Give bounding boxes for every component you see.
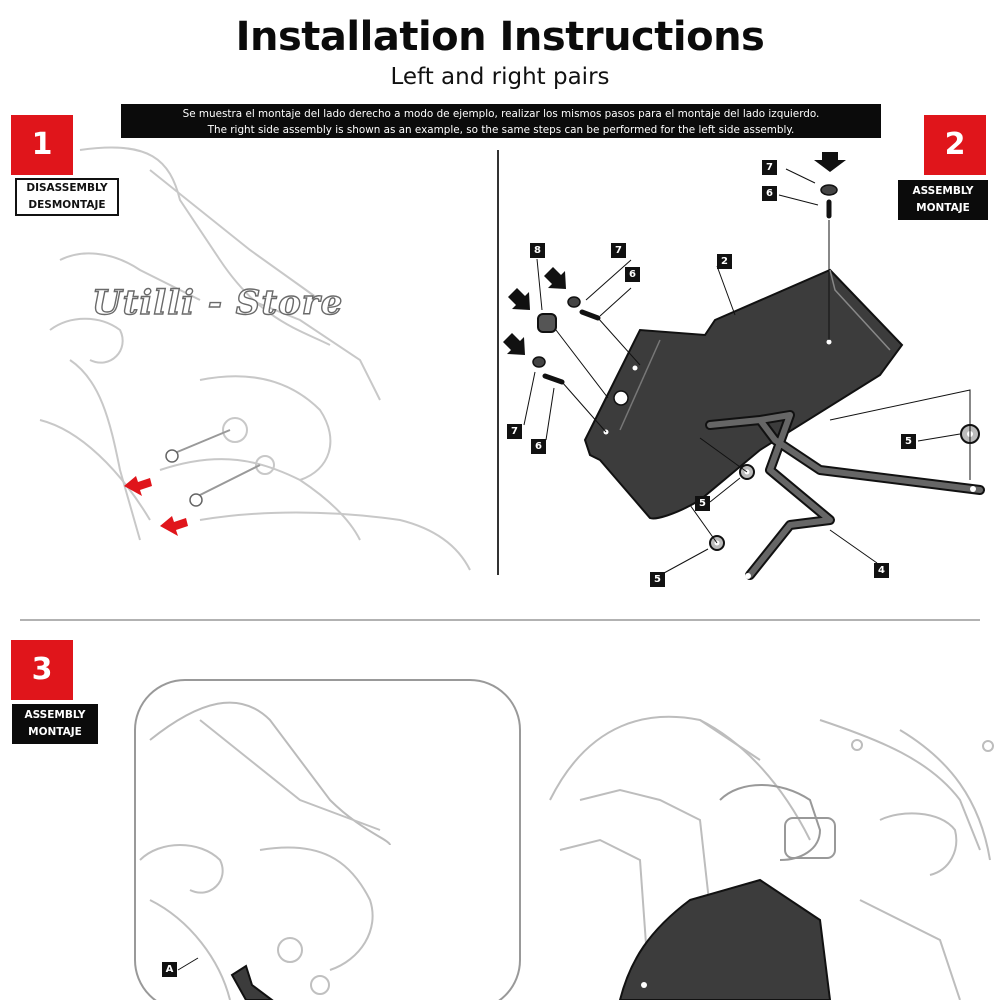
instruction-note: Se muestra el montaje del lado derecho a… [121, 104, 881, 138]
step-1-label-es: DESMONTAJE [28, 199, 106, 211]
callout-7-lower: 7 [507, 424, 522, 439]
note-english: The right side assembly is shown as an e… [207, 124, 795, 136]
step3-right-illustration [549, 715, 994, 1000]
page-subtitle: Left and right pairs [390, 64, 610, 90]
step-3-label: ASSEMBLY MONTAJE [12, 704, 98, 744]
callout-a: A [162, 962, 177, 977]
watermark-text: Utilli - Store [91, 282, 344, 323]
step-1-label-en: DISASSEMBLY [26, 182, 108, 194]
step3-left-part [177, 957, 274, 1000]
callout-5-right: 5 [901, 434, 916, 449]
callout-5-bottom: 5 [650, 572, 665, 587]
callout-7-top: 7 [762, 160, 777, 175]
note-spanish: Se muestra el montaje del lado derecho a… [182, 108, 820, 120]
step-3-label-es: MONTAJE [28, 726, 82, 738]
step-2-label-es: MONTAJE [916, 202, 970, 214]
step1-red-arrows [124, 476, 188, 536]
callout-4: 4 [874, 563, 889, 578]
step-2-label-en: ASSEMBLY [912, 185, 974, 197]
step-3-label-en: ASSEMBLY [24, 709, 86, 721]
step-3-badge: 3 [11, 640, 73, 700]
step1-illustration [39, 146, 471, 571]
step-1-label: DISASSEMBLY DESMONTAJE [15, 178, 119, 216]
step-2-badge: 2 [924, 115, 986, 175]
callout-6-top: 6 [762, 186, 777, 201]
step3-left-illustration [134, 679, 521, 1000]
callout-8: 8 [530, 243, 545, 258]
callout-5-middle: 5 [695, 496, 710, 511]
page-title: Installation Instructions [235, 14, 765, 60]
step-2-label: ASSEMBLY MONTAJE [898, 180, 988, 220]
callout-2: 2 [717, 254, 732, 269]
callout-6-upper: 6 [625, 267, 640, 282]
callout-7-upper: 7 [611, 243, 626, 258]
step-1-badge: 1 [11, 115, 73, 175]
step3-right-part [618, 878, 832, 1000]
callout-6-lower: 6 [531, 439, 546, 454]
step2-illustration [503, 152, 985, 580]
